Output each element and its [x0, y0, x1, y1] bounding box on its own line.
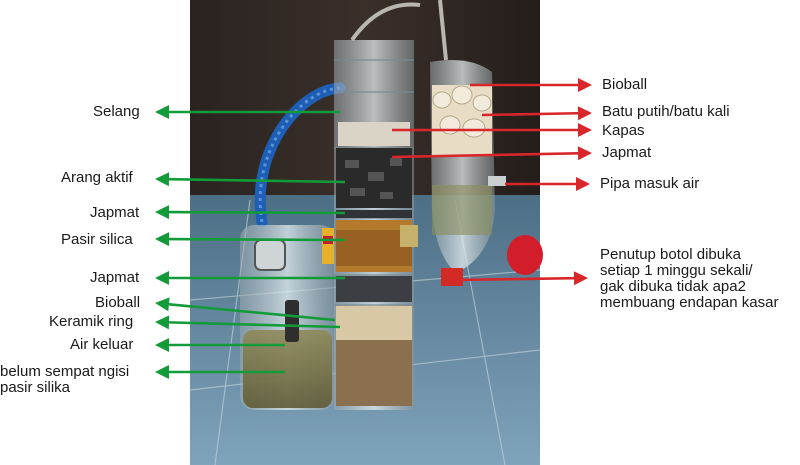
arrow-left-japmat-1: [155, 205, 346, 220]
arrow-right-penutup: [454, 271, 588, 286]
label-belum-sempat: belum sempat ngisi pasir silika: [0, 364, 175, 396]
arrow-left-selang: [155, 105, 340, 119]
arrow-left-pasir-silica: [155, 232, 346, 247]
outlet-bottle: [240, 225, 335, 410]
label-penutup: Penutup botol dibuka setiap 1 minggu sek…: [600, 247, 798, 311]
label-belum-sempat-line-2: pasir silika: [0, 379, 71, 396]
arrow-right-batu-putih: [481, 106, 592, 121]
arrow-left-air-keluar: [155, 338, 285, 352]
label-penutup-line-3: gak dibuka tidak apa2: [600, 278, 746, 295]
label-penutup-line-4: membuang endapan kasar: [600, 294, 779, 311]
filter-column: [334, 40, 418, 410]
label-kapas: Kapas: [602, 122, 645, 139]
label-batu-putih: Batu putih/batu kali: [602, 103, 730, 120]
arrow-right-japmat: [391, 146, 592, 161]
inlet-bottle: [430, 59, 506, 286]
label-belum-sempat-line-1: belum sempat ngisi: [0, 363, 130, 380]
arrow-right-pipa-masuk: [505, 177, 590, 191]
label-penutup-line-2: setiap 1 minggu sekali/: [600, 262, 753, 279]
label-arang-aktif: Arang aktif: [61, 169, 133, 186]
arrow-right-kapas: [392, 123, 592, 137]
arrow-left-arang-aktif: [155, 172, 346, 187]
label-japmat-left-1: Japmat: [90, 204, 140, 221]
arrow-left-belum-sempat: [155, 365, 285, 379]
label-bioball-left: Bioball: [95, 294, 141, 311]
arrow-left-keramik-ring: [155, 315, 341, 330]
label-selang: Selang: [93, 103, 140, 120]
arrow-left-japmat-2: [155, 271, 345, 285]
chair-background: [350, 0, 448, 61]
label-pasir-silica: Pasir silica: [61, 231, 133, 248]
arrow-left-bioball: [155, 297, 336, 322]
label-japmat-right: Japmat: [602, 144, 652, 161]
hose-ribs: [258, 86, 341, 223]
arrow-right-bioball: [470, 78, 592, 92]
red-object: [507, 235, 543, 275]
label-bioball-right: Bioball: [602, 76, 648, 93]
label-air-keluar: Air keluar: [70, 336, 134, 353]
label-keramik-ring: Keramik ring: [49, 313, 134, 330]
label-japmat-left-2: Japmat: [90, 269, 140, 286]
label-penutup-line-1: Penutup botol dibuka: [600, 246, 741, 263]
label-pipa-masuk: Pipa masuk air: [600, 175, 700, 192]
